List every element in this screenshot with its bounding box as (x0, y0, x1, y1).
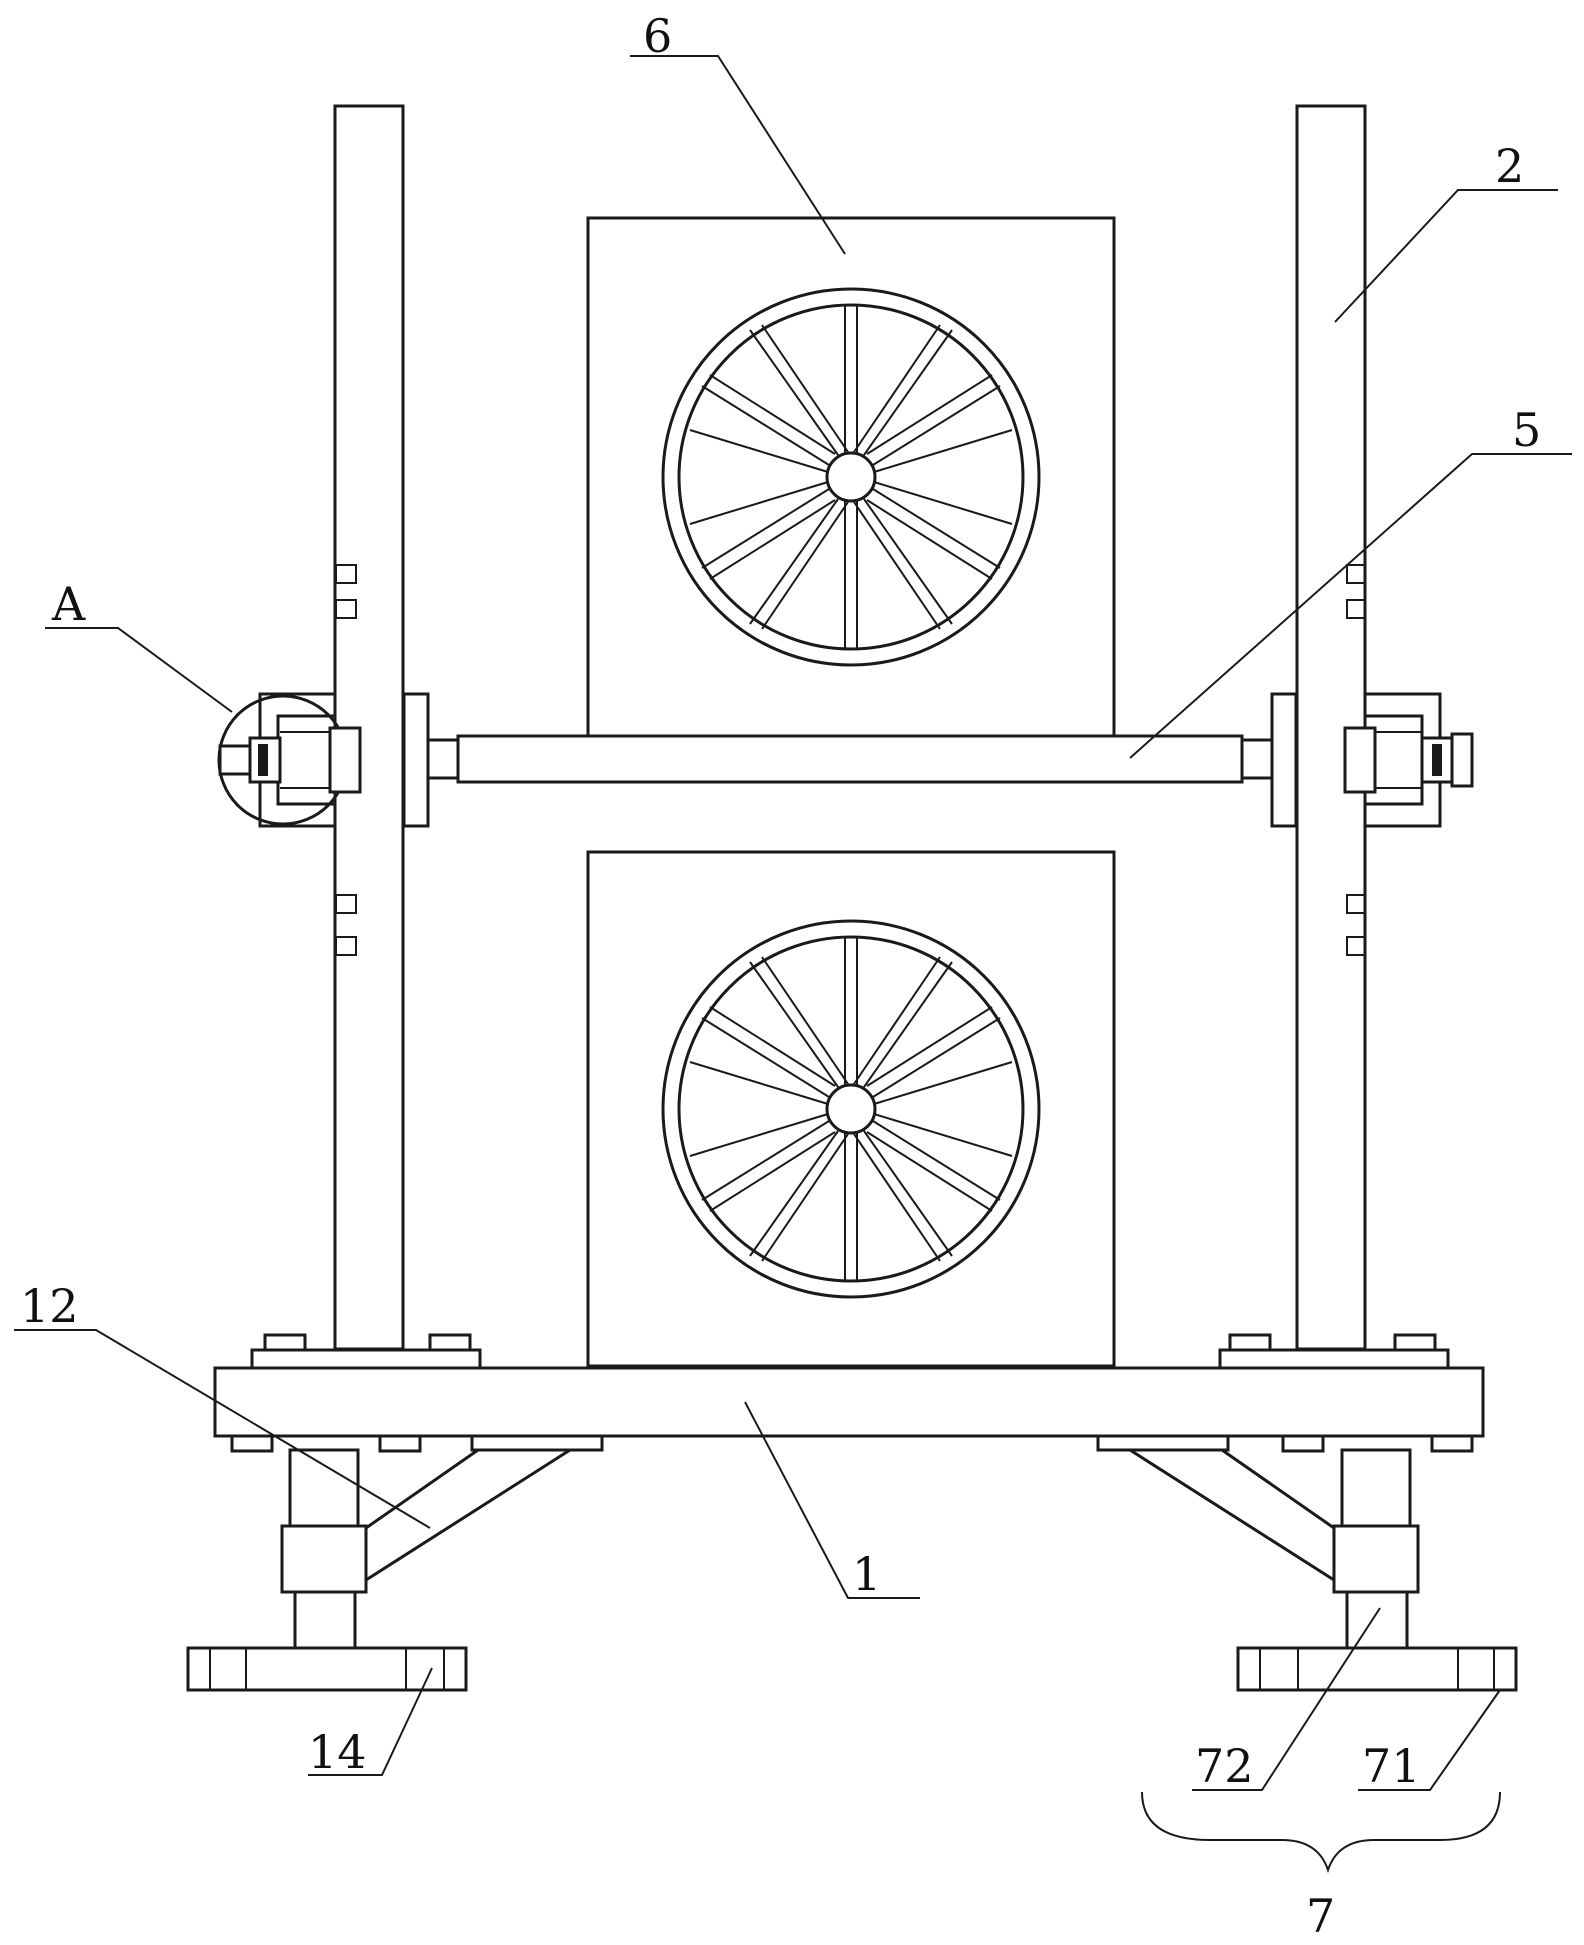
label-12: 12 (20, 1279, 79, 1333)
right-clamp (1343, 692, 1474, 828)
label-14: 14 (308, 1725, 367, 1779)
label-7: 7 (1306, 1889, 1335, 1943)
label-A: A (51, 577, 86, 631)
left-clamp (217, 692, 362, 828)
label-1: 1 (852, 1547, 881, 1601)
left-foot (186, 1646, 468, 1692)
base-plate (213, 1333, 1485, 1453)
label-2: 2 (1495, 139, 1524, 193)
top-fan-unit (586, 216, 1116, 738)
label-71: 71 (1362, 1739, 1421, 1793)
leader-lines (14, 55, 1572, 1791)
label-72: 72 (1195, 1739, 1254, 1793)
right-foot (1236, 1646, 1518, 1692)
assembly-brace (1141, 1791, 1501, 1874)
left-leg (280, 1448, 571, 1650)
cross-bar (402, 692, 1298, 828)
label-6: 6 (643, 9, 672, 63)
label-5: 5 (1512, 403, 1541, 457)
right-leg (1129, 1448, 1420, 1650)
bottom-fan-unit (586, 850, 1116, 1368)
